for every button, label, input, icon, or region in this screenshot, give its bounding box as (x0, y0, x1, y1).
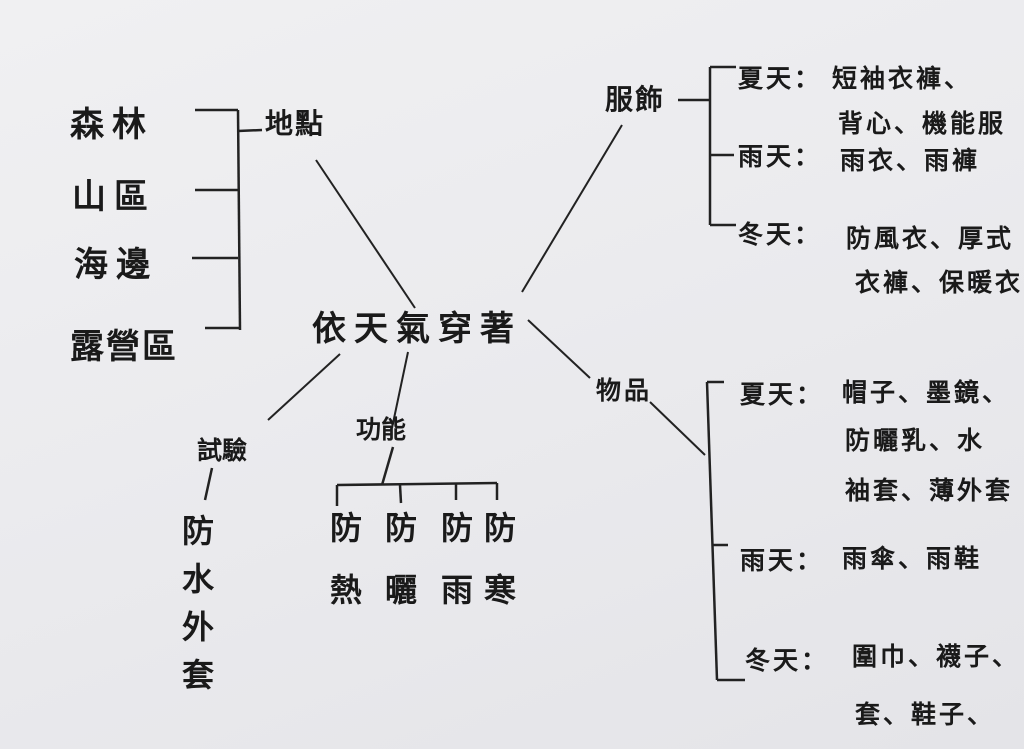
items-bracket (649, 380, 745, 682)
function-char: 防 (484, 509, 517, 547)
items-summer-name: 夏天： (740, 380, 825, 409)
function-char: 寒 (484, 571, 517, 609)
location-item-campsite: 露營區 (70, 327, 178, 367)
function-item-sun: 防 曬 (385, 512, 417, 606)
items-summer-line: 袖套、薄外套 (845, 476, 1014, 505)
clothing-label: 服飾 (605, 83, 666, 116)
items-rain-name: 雨天： (740, 546, 825, 575)
items-summer-line: 帽子、墨鏡、 (842, 378, 1011, 407)
function-char: 熱 (330, 571, 363, 609)
items-label: 物品 (596, 376, 653, 405)
function-label: 功能 (356, 415, 407, 444)
function-char: 防 (330, 509, 363, 547)
clothing-rain-line: 雨衣、雨褲 (840, 146, 981, 175)
clothing-winter-line: 衣褲、保暖衣 (855, 268, 1024, 297)
clothing-winter-line: 防風衣、厚式 (846, 224, 1015, 253)
location-label: 地點 (265, 107, 326, 140)
connector-function (391, 351, 409, 429)
items-winter-name: 冬天： (745, 646, 830, 675)
function-item-cold: 防 寒 (484, 512, 516, 606)
connector-clothing (521, 124, 623, 293)
connector-location (315, 159, 416, 309)
connector-experiment (267, 353, 341, 421)
function-char: 防 (441, 509, 474, 547)
location-item-seaside: 海邊 (74, 245, 158, 285)
central-topic: 依天氣穿著 (312, 309, 522, 349)
clothing-rain-name: 雨天： (738, 142, 823, 171)
items-winter-line: 圍巾、襪子、 (852, 642, 1021, 671)
connector-items (527, 319, 591, 379)
function-bracket (335, 446, 499, 506)
clothing-summer-name: 夏天： (738, 64, 823, 93)
experiment-char: 水 (182, 560, 215, 598)
experiment-char: 外 (182, 608, 215, 646)
function-item-heat: 防 熱 (330, 512, 362, 606)
experiment-char: 套 (182, 656, 215, 694)
experiment-char: 防 (182, 512, 215, 550)
experiment-stem (203, 467, 214, 501)
clothing-summer-line: 背心、機能服 (838, 109, 1007, 138)
function-char: 雨 (441, 571, 474, 609)
location-item-forest: 森林 (70, 105, 154, 145)
clothing-bracket (678, 65, 736, 227)
location-bracket (192, 108, 263, 331)
location-item-mountain: 山區 (72, 177, 156, 217)
clothing-winter-name: 冬天： (738, 220, 823, 249)
function-char: 防 (385, 509, 418, 547)
function-item-rain: 防 雨 (441, 512, 473, 606)
experiment-label: 試驗 (197, 436, 248, 465)
items-winter-line: 套、鞋子、 (855, 700, 996, 729)
function-char: 曬 (385, 571, 418, 609)
items-rain-line: 雨傘、雨鞋 (842, 544, 983, 573)
items-summer-line: 防曬乳、水 (845, 426, 986, 455)
clothing-summer-line: 短袖衣褲、 (832, 64, 973, 93)
experiment-items: 防 水 外 套 (182, 515, 214, 691)
